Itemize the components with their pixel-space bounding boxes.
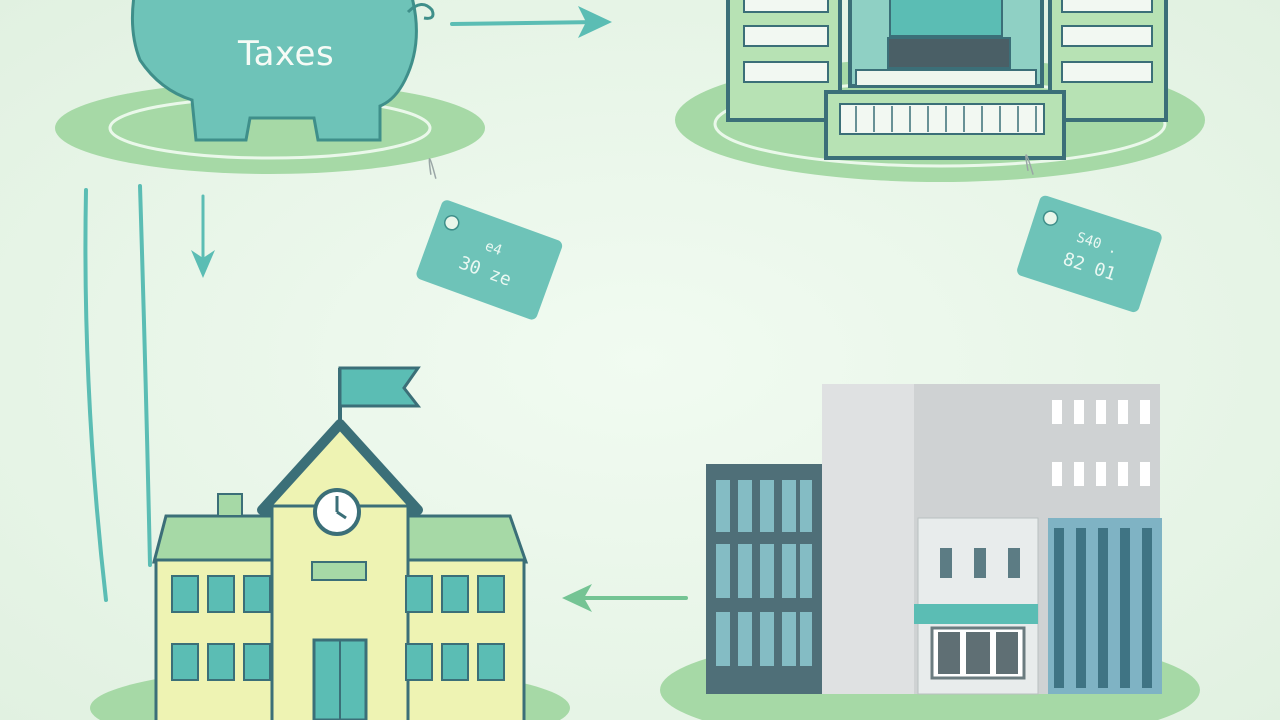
piggy-bank-group (55, 0, 485, 174)
gov-right-wing (1048, 0, 1168, 122)
piggy-bank-label: Taxes (238, 34, 335, 74)
price-tag-1-line1: e4 (483, 238, 504, 259)
grey-tower-windows (1052, 400, 1150, 486)
flag-icon (338, 366, 422, 408)
school-left-roof (152, 514, 293, 564)
arrow-offices-to-school (562, 584, 688, 612)
white-office-entrance-panes (938, 632, 1018, 674)
gov-front-columns (839, 103, 1045, 135)
gov-center-glass (889, 0, 1003, 37)
school-group (90, 366, 570, 720)
gov-steps (855, 69, 1037, 87)
piggy-body (130, 0, 418, 142)
gov-right-windows (1061, 0, 1153, 83)
vertical-flow-lines (83, 184, 152, 602)
school-sign (311, 561, 367, 581)
gov-left-wing (726, 0, 842, 122)
school-windows (171, 575, 505, 681)
piggy-tail-icon (406, 3, 435, 20)
white-office-windows (940, 548, 1020, 578)
government-building-group (675, 0, 1205, 182)
dark-tower-windows (716, 480, 812, 666)
office-buildings-group (660, 384, 1200, 720)
gov-left-windows (743, 0, 829, 83)
gov-entrance (887, 37, 1011, 69)
gov-column-lines (855, 106, 1037, 132)
blue-tower-stripes (1054, 528, 1152, 688)
arrow-piggy-to-bank (450, 6, 612, 38)
price-tag-2: S40 . 82 01 (1017, 154, 1162, 313)
school-right-roof (387, 514, 529, 564)
grey-tower-front (822, 384, 914, 694)
arrow-piggy-down (191, 194, 215, 278)
price-tag-1: e4 30 ze (416, 158, 563, 320)
school-chimney (217, 493, 243, 517)
white-office-awning (914, 604, 1038, 624)
